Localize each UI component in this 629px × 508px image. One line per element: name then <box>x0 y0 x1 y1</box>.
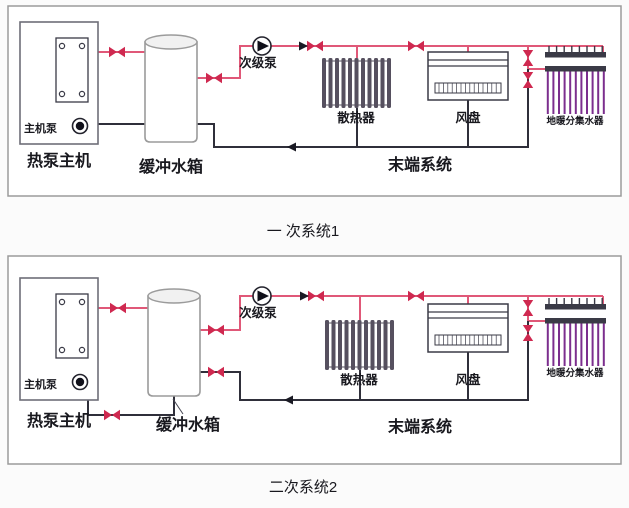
radiator-label: 散热器 <box>337 110 375 125</box>
buffer-tank <box>147 288 201 397</box>
diagram2-frame <box>7 255 622 465</box>
terminal-system-label: 末端系统 <box>388 155 452 174</box>
diagram1-frame <box>7 5 622 197</box>
fan-coil <box>427 303 509 353</box>
caption-primary-system: 一 次系统1 <box>267 223 340 240</box>
secondary-pump-label: 次级泵 <box>239 305 277 320</box>
radiator <box>321 57 392 109</box>
manifold-label: 地暖分集水器 <box>546 115 604 127</box>
radiator <box>324 319 395 371</box>
main-pump-label: 主机泵 <box>24 377 57 391</box>
manifold-label: 地暖分集水器 <box>546 367 604 379</box>
heat-pump-label: 热泵主机 <box>27 411 91 430</box>
buffer-tank <box>144 34 198 143</box>
caption-secondary-system: 二次系统2 <box>269 479 337 496</box>
heat-pump-label: 热泵主机 <box>27 151 91 170</box>
buffer-tank-label: 缓冲水箱 <box>138 157 203 176</box>
secondary-pump-icon <box>252 286 272 306</box>
diagram-secondary-system: 主机泵 热泵主机 缓冲水箱 次级泵 散热器 风盘 地暖分集水器 末端系统 <box>7 255 622 465</box>
main-pump-label: 主机泵 <box>24 121 57 135</box>
buffer-tank-label: 缓冲水箱 <box>155 415 220 434</box>
fan-coil-label: 风盘 <box>455 372 481 387</box>
terminal-system-label: 末端系统 <box>388 417 452 436</box>
fan-coil <box>427 51 509 101</box>
tank-label-leader-line <box>172 398 184 415</box>
diagram-primary-system: 主机泵 热泵主机 缓冲水箱 次级泵 散热器 风盘 地暖分集水器 末端系统 <box>7 5 622 197</box>
radiator-label: 散热器 <box>340 372 378 387</box>
secondary-pump-icon <box>252 36 272 56</box>
fan-coil-label: 风盘 <box>455 110 481 125</box>
secondary-pump-label: 次级泵 <box>239 55 277 70</box>
return-pipes <box>87 321 529 416</box>
return-pipes <box>98 69 529 148</box>
